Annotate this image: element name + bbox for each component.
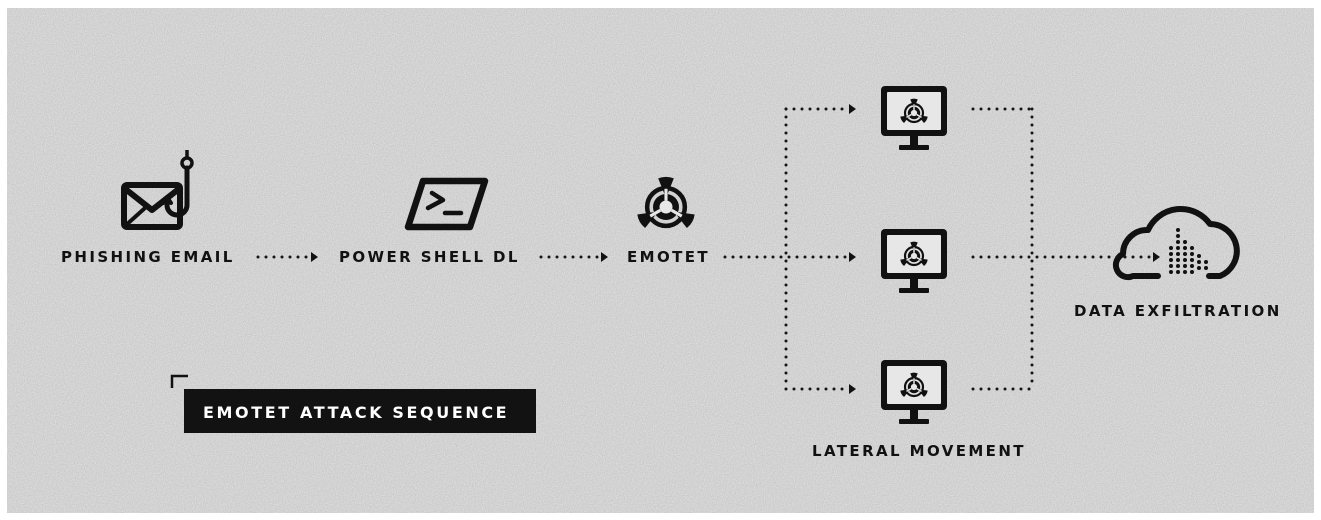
connector-powershell-to-emotet — [539, 252, 608, 262]
diagram-title: EMOTET ATTACK SEQUENCE — [203, 403, 509, 422]
node-label-emotet: EMOTET — [627, 248, 710, 266]
node-label-lateral-movement: LATERAL MOVEMENT — [812, 442, 1026, 460]
node-label-powershell-dl: POWER SHELL DL — [339, 248, 520, 266]
envelope-hook-icon — [121, 150, 194, 230]
connector-emotet-to-monitors — [723, 104, 856, 394]
node-label-data-exfiltration: DATA EXFILTRATION — [1074, 302, 1282, 320]
diagram-title-badge: EMOTET ATTACK SEQUENCE — [170, 374, 536, 433]
terminal-icon — [404, 177, 489, 231]
cloud-upload-icon — [1112, 205, 1240, 281]
node-label-phishing-email: PHISHING EMAIL — [61, 248, 235, 266]
connector-monitors-to-cloud — [971, 107, 1160, 391]
connector-phishing-to-powershell — [256, 252, 318, 262]
